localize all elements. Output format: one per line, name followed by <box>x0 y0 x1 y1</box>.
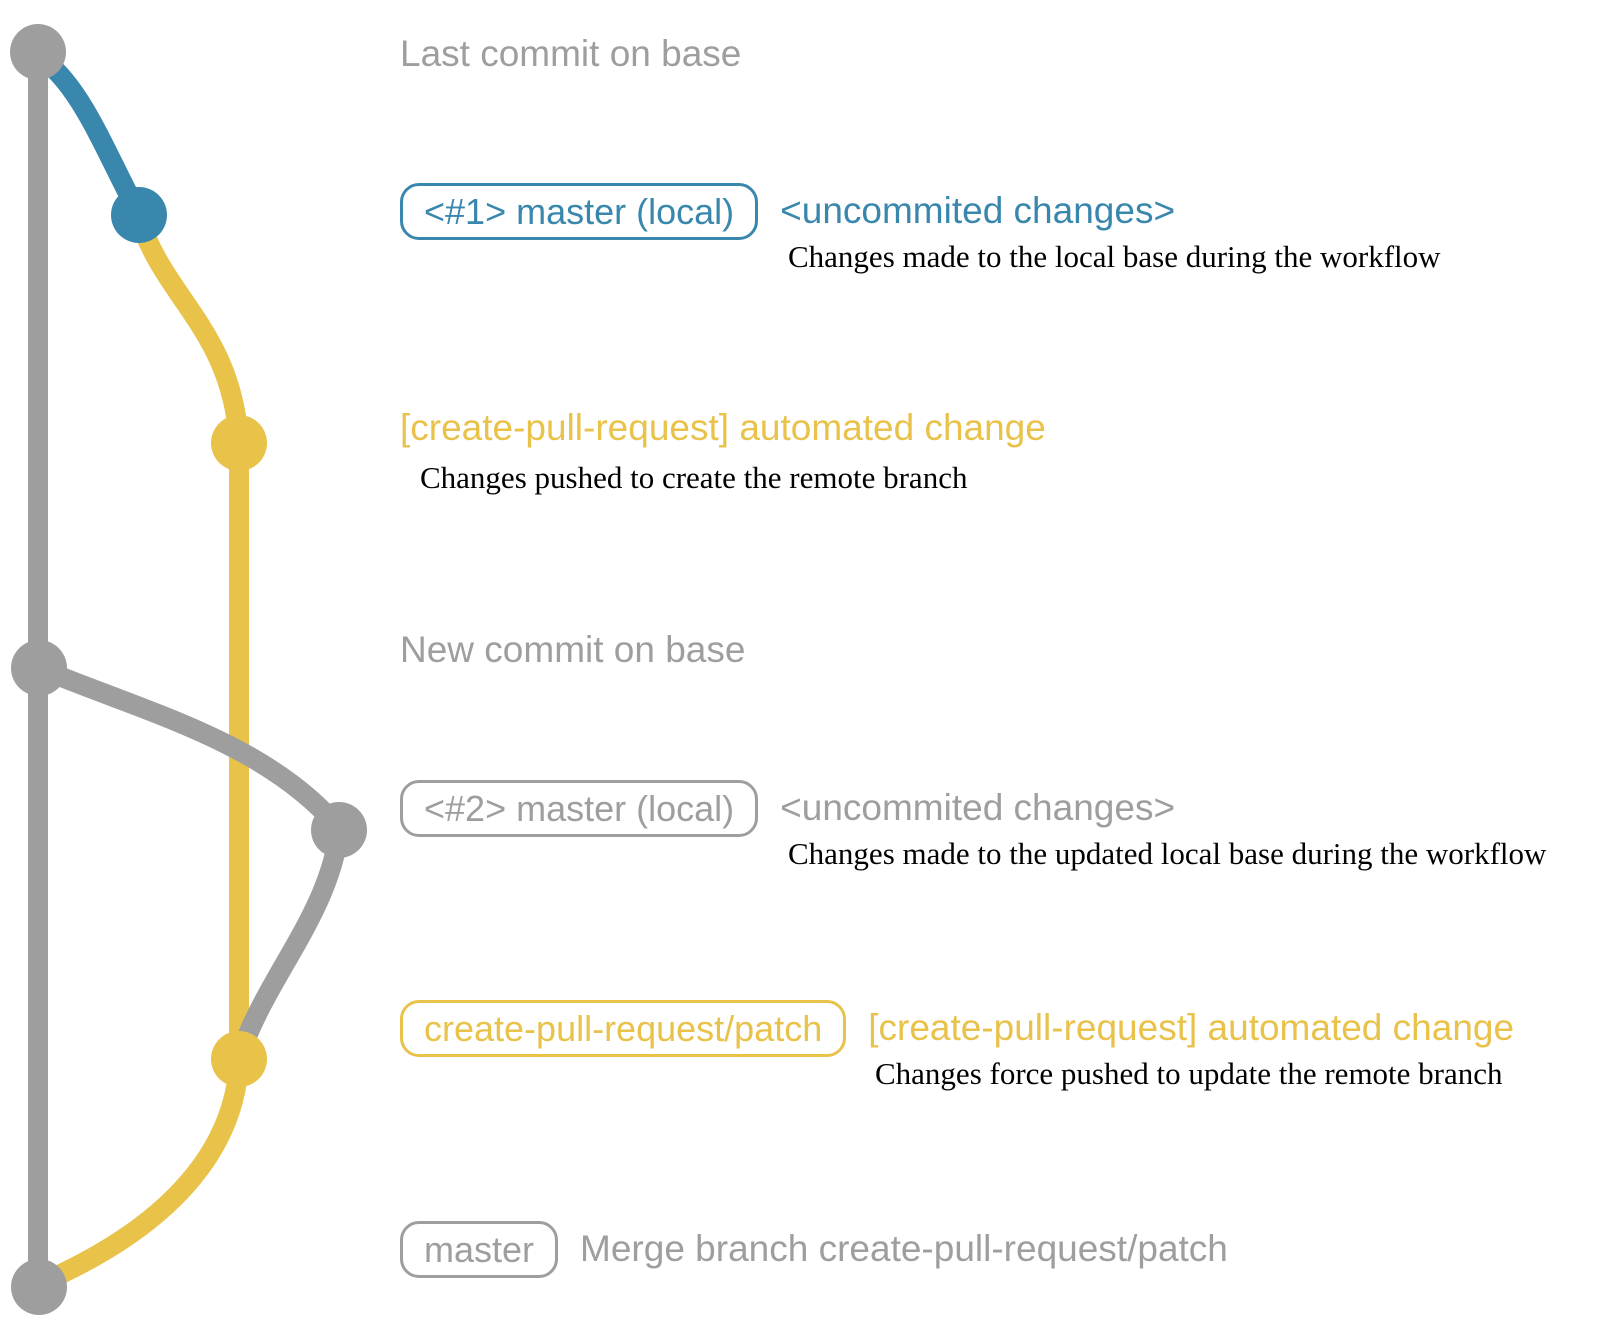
commit-title-uncommited-2: <uncommited changes> <box>780 787 1176 829</box>
commit-title-automated-change-2: [create-pull-request] automated change <box>868 1007 1515 1049</box>
branch-badge-master-local-1: <#1> master (local) <box>400 183 759 240</box>
commit-desc-automated-change-1: Changes pushed to create the remote bran… <box>420 460 968 495</box>
commit-dot-merge <box>11 1259 67 1315</box>
commit-dot-new-base <box>11 640 67 696</box>
commit-dot-remote-2 <box>211 1031 267 1087</box>
row-local-1: <#1> master (local) <uncommited changes> <box>400 183 1175 240</box>
patch-branch-merge-curve <box>38 1051 249 1290</box>
commit-dot-local-2 <box>311 802 367 858</box>
patch-branch-curve-top <box>129 208 249 453</box>
label-last-commit-on-base: Last commit on base <box>400 33 742 74</box>
commit-dot-local-1 <box>111 187 167 243</box>
branch-badge-master-local-2: <#2> master (local) <box>400 780 759 837</box>
commit-desc-uncommited-2: Changes made to the updated local base d… <box>788 836 1547 871</box>
commit-dot-remote-1 <box>211 415 267 471</box>
commit-dot-last-base <box>10 24 66 80</box>
commit-title-automated-change-1: [create-pull-request] automated change <box>400 407 1046 448</box>
base-update-curve-lower <box>231 822 349 1062</box>
base-update-curve <box>29 658 347 836</box>
row-remote-2: create-pull-request/patch [create-pull-r… <box>400 1000 1514 1057</box>
branch-badge-create-pull-request-patch: create-pull-request/patch <box>400 1000 847 1057</box>
commit-title-merge: Merge branch create-pull-request/patch <box>580 1228 1228 1270</box>
commit-title-uncommited-1: <uncommited changes> <box>780 190 1176 232</box>
commit-desc-automated-change-2: Changes force pushed to update the remot… <box>875 1056 1503 1091</box>
commit-desc-uncommited-1: Changes made to the local base during th… <box>788 239 1441 274</box>
label-new-commit-on-base: New commit on base <box>400 629 746 670</box>
branch-badge-master: master <box>400 1221 559 1278</box>
git-graph <box>10 24 367 1315</box>
row-local-2: <#2> master (local) <uncommited changes> <box>400 780 1175 837</box>
local-changes-curve-1 <box>28 45 147 221</box>
row-merge: master Merge branch create-pull-request/… <box>400 1221 1228 1278</box>
